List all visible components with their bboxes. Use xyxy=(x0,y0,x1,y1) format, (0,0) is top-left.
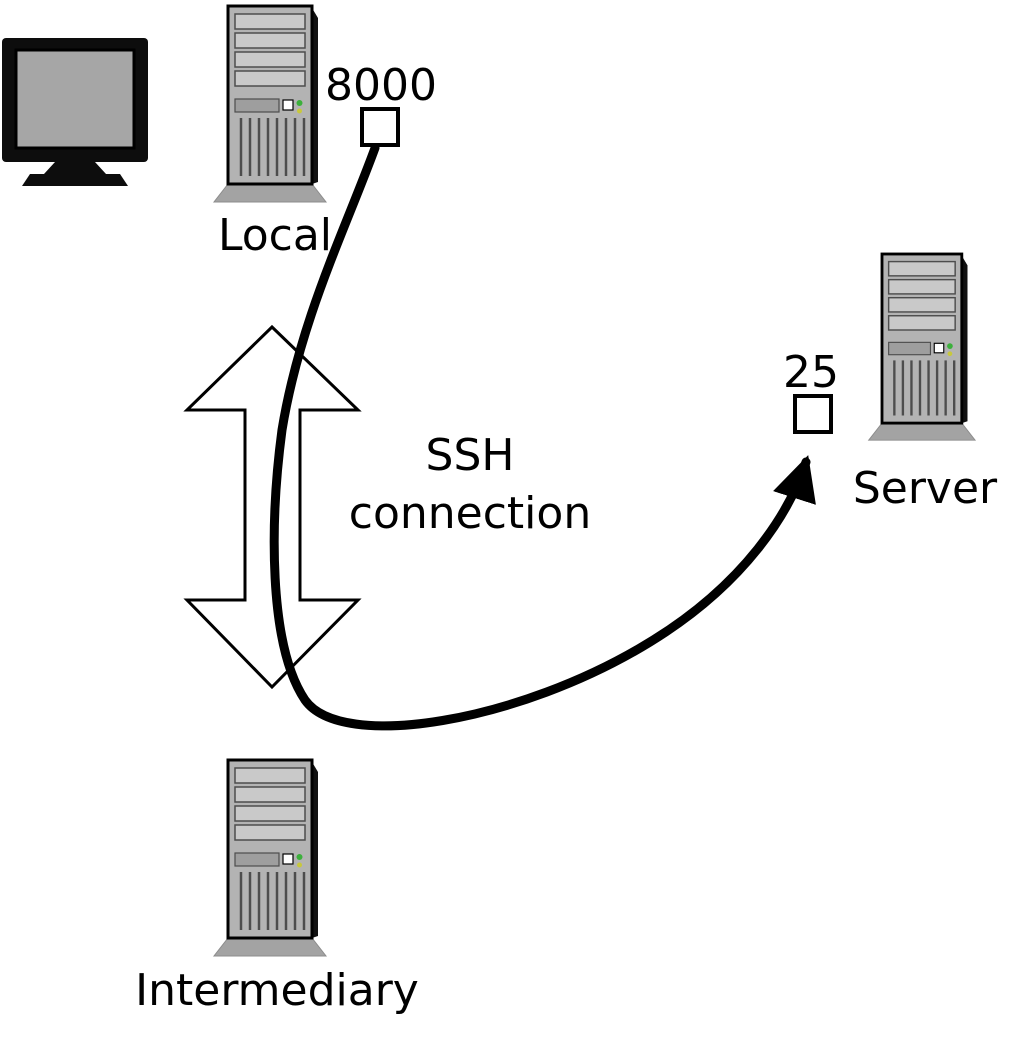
server-port-box xyxy=(793,394,833,434)
server-port-label: 25 xyxy=(783,347,839,398)
monitor-stand xyxy=(44,162,106,174)
local-computer-icon xyxy=(212,4,328,204)
monitor-screen xyxy=(14,48,136,150)
local-port-label: 8000 xyxy=(325,60,437,111)
intermediary-label: Intermediary xyxy=(135,965,419,1016)
local-label: Local xyxy=(218,210,332,261)
intermediary-computer-icon xyxy=(212,758,328,958)
monitor-base xyxy=(22,174,128,186)
server-label: Server xyxy=(853,463,998,514)
monitor-icon xyxy=(2,38,148,186)
server-computer-icon xyxy=(867,252,977,442)
ssh-connection-label-line1: SSH xyxy=(426,430,515,481)
ssh-connection-label-line2: connection xyxy=(349,488,591,539)
tunnel-cable xyxy=(269,143,816,731)
local-port-box xyxy=(360,107,400,147)
